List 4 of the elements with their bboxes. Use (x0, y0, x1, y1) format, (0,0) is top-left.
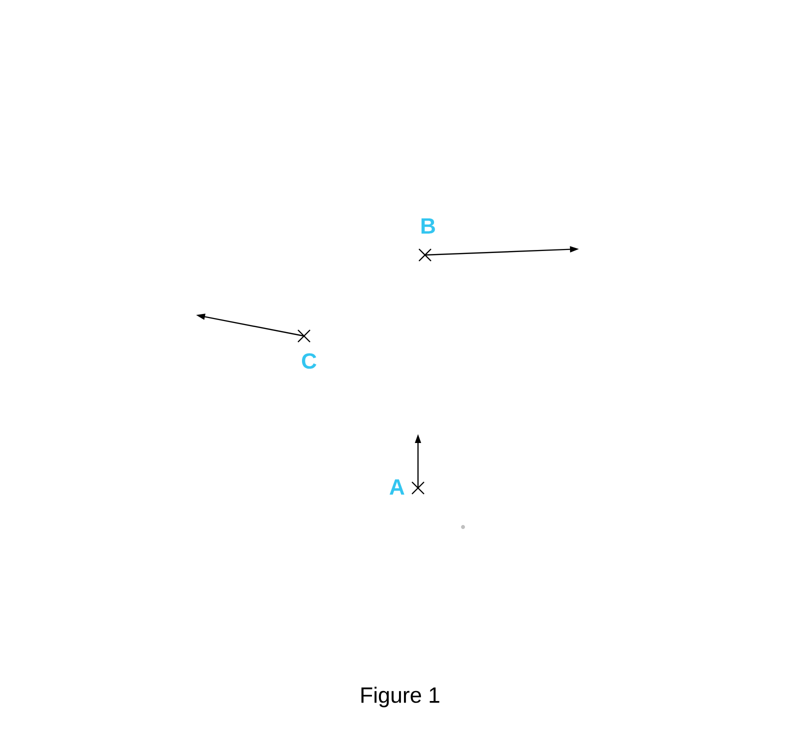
point-label: B (422, 218, 435, 234)
point-label: C (302, 353, 316, 369)
point-label: A (390, 479, 404, 495)
caption: Figure 1 (361, 686, 440, 708)
